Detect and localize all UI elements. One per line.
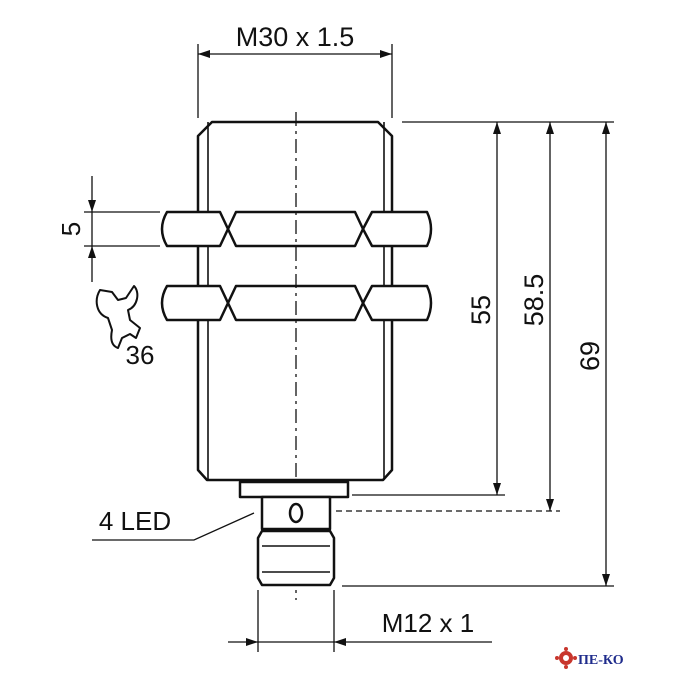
upper-nut <box>160 210 433 248</box>
nut-height-label: 5 <box>56 222 86 236</box>
wrench-icon <box>95 285 141 349</box>
length-58-5-label: 58.5 <box>519 274 549 327</box>
logo-text: ПЕ-КО <box>578 653 624 668</box>
wrench-size-label: 36 <box>126 340 155 370</box>
length-69-label: 69 <box>575 341 605 371</box>
led-label: 4 LED <box>99 506 171 536</box>
logo: ПЕ-КО <box>555 647 624 669</box>
thread-bottom-label: M12 x 1 <box>382 608 475 638</box>
arrowheads <box>88 50 610 646</box>
dimension-lines <box>84 44 614 652</box>
length-55-label: 55 <box>466 295 496 325</box>
connector <box>238 480 350 587</box>
gear-icon <box>555 647 577 669</box>
thread-top-label: M30 x 1.5 <box>236 22 355 52</box>
